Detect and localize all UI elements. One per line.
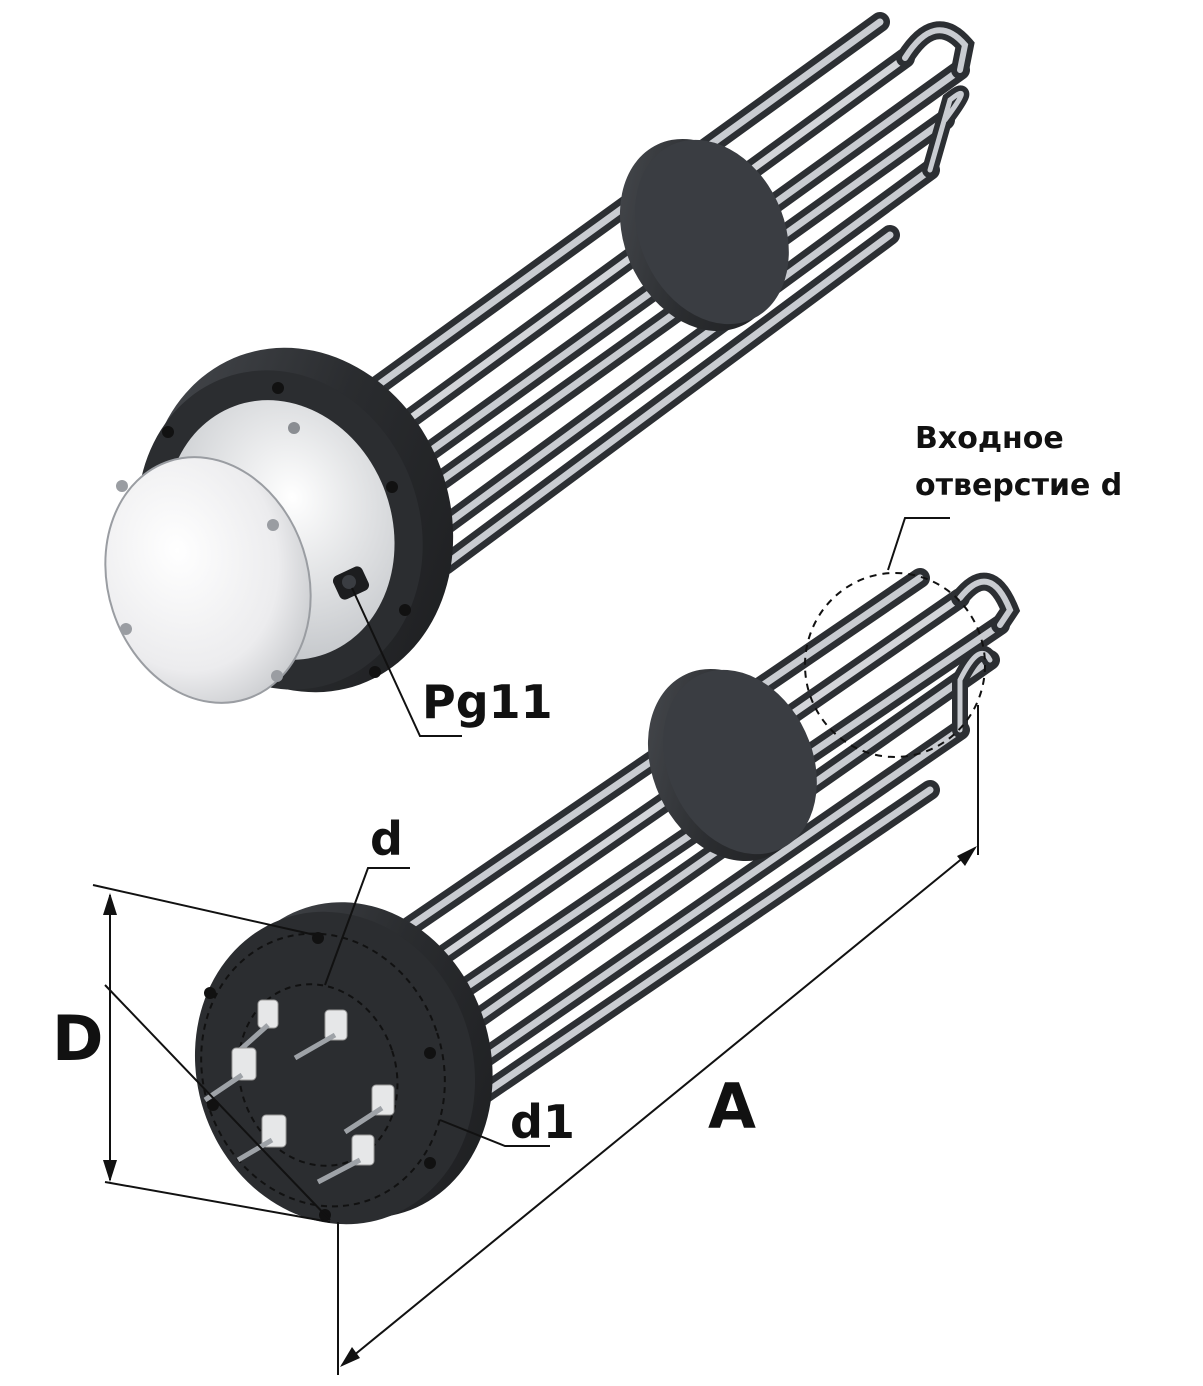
upper-cover [104,456,312,704]
leader-inlet [887,517,950,571]
dim-D-extension-top [92,884,316,936]
label-d1: d1 [510,1095,575,1149]
label-A: A [708,1070,756,1143]
cable-gland [332,566,370,600]
dimension-lines [92,517,986,1375]
label-inlet-line1: Входное [915,421,1064,456]
upper-heater [104,12,975,704]
leader-d1 [439,1119,550,1147]
terminal [316,1134,375,1185]
terminal [236,1114,287,1163]
labels: Входное отверстие d Pg11 d D d1 A [52,421,1122,1149]
lower-heater [194,568,1021,1225]
upper-support-disc [619,138,789,332]
leader-d [324,867,410,986]
terminals [203,999,395,1185]
leader-pg11 [351,587,462,737]
terminal [238,999,279,1052]
dim-D-extension-bottom [104,984,331,1221]
dim-A-line [341,847,976,1366]
label-inlet-line2: отверстие d [915,468,1122,503]
label-d-top: d [370,812,403,866]
terminal [343,1084,395,1135]
label-pg11: Pg11 [422,675,553,729]
lower-support-disc [647,668,817,862]
inlet-dashed-circle [804,572,986,758]
label-D: D [52,1002,103,1075]
terminal [293,1009,348,1061]
